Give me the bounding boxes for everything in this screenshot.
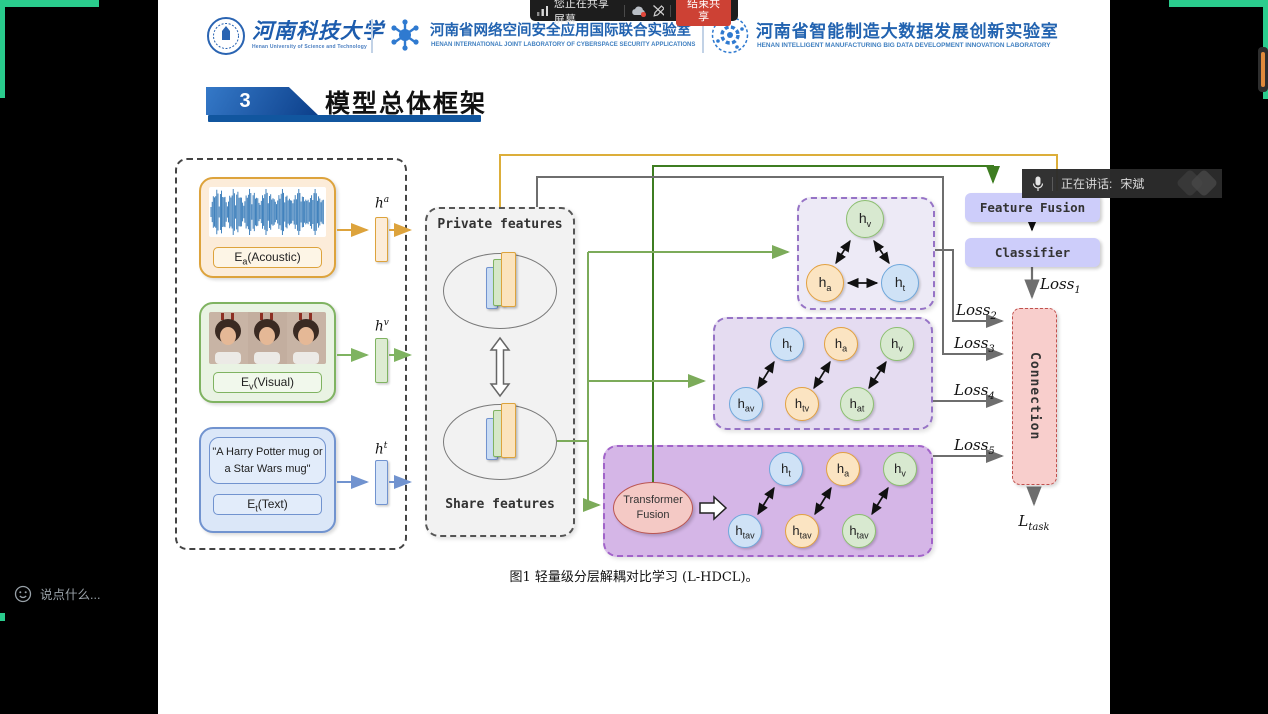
text-feature-bar <box>375 460 388 505</box>
side-toolbar-thumb[interactable] <box>1261 52 1265 87</box>
node-ht: ht <box>881 264 919 302</box>
waveform-image <box>209 187 326 237</box>
node-ht-fusion: ht <box>769 452 803 486</box>
node-hat: hat <box>840 387 874 421</box>
university-subtitle: Henan University of Science and Technolo… <box>252 44 367 50</box>
annotation-off-icon[interactable] <box>652 4 664 17</box>
node-htav-1: htav <box>728 514 762 548</box>
node-hv-pair: hv <box>880 327 914 361</box>
title-underline <box>208 115 481 122</box>
header-divider <box>371 19 373 53</box>
classifier-box: Classifier <box>965 238 1100 267</box>
share-frame-top-left <box>0 0 99 7</box>
private-features-label: Private features <box>437 217 563 232</box>
manufacturing-lab-subtitle: HENAN INTELLIGENT MANUFACTURING BIG DATA… <box>757 42 1051 49</box>
speaking-label: 正在讲话: <box>1061 177 1113 191</box>
node-ha-fusion: ha <box>826 452 860 486</box>
share-frame-left-bottom <box>0 613 5 621</box>
chat-input-hint[interactable]: 说点什么... <box>14 584 100 603</box>
visual-feature-bar <box>375 338 388 383</box>
node-htav-3: htav <box>842 514 876 548</box>
text-feature-label: ht <box>375 441 388 458</box>
private-bar-orange <box>501 252 516 307</box>
acoustic-feature-bar <box>375 217 388 262</box>
microphone-icon <box>1032 176 1044 191</box>
visual-encoder-label: Ev(Visual) <box>213 372 322 393</box>
acoustic-feature-label: ha <box>375 195 390 212</box>
loss4-label: Loss4 <box>954 381 995 402</box>
figure-caption: 图1 轻量级分层解耦对比学习 (L-HDCL)。 <box>509 570 759 585</box>
connection-box: Connection <box>1012 308 1057 485</box>
manufacturing-lab-name: 河南省智能制造大数据发展创新实验室 <box>756 22 1059 41</box>
node-ha: ha <box>806 264 844 302</box>
share-frame-left <box>0 0 5 98</box>
loss3-label: Loss3 <box>954 334 995 355</box>
acoustic-encoder-label: Ea(Acoustic) <box>213 247 322 268</box>
text-encoder-label: Et(Text) <box>213 494 322 515</box>
section-number: 3 <box>239 90 251 112</box>
cloud-record-icon[interactable] <box>631 4 646 17</box>
page-title: 模型总体框架 <box>325 90 488 118</box>
share-bar-orange <box>501 403 516 458</box>
speaker-name: 宋斌 <box>1120 177 1145 191</box>
node-htv: htv <box>785 387 819 421</box>
cyber-lab-logo <box>391 19 419 51</box>
toolbar-divider-2 <box>669 4 671 17</box>
node-htav-2: htav <box>785 514 819 548</box>
visual-feature-label: hv <box>375 318 389 335</box>
indicator-divider <box>1052 176 1053 191</box>
university-seal-logo <box>207 17 245 55</box>
node-ha-pair: ha <box>824 327 858 361</box>
signal-bars-icon <box>537 6 548 16</box>
loss5-label: Loss5 <box>954 436 995 457</box>
node-hav: hav <box>729 387 763 421</box>
smiley-icon <box>14 585 32 602</box>
share-status-text: 您正在共享屏幕 <box>553 0 609 26</box>
chat-placeholder: 说点什么... <box>40 588 101 602</box>
speaking-indicator: 正在讲话: 宋斌 <box>1022 168 1222 198</box>
manufacturing-lab-logo <box>711 16 749 54</box>
cyber-lab-subtitle: HENAN INTERNATIONAL JOINT LABORATORY OF … <box>431 42 696 48</box>
end-share-button[interactable]: 结束共享 <box>676 0 731 26</box>
task-loss-label: Ltask <box>1018 512 1050 533</box>
share-frame-top-right <box>1169 0 1268 7</box>
loss1-label: Loss1 <box>1040 275 1081 296</box>
node-hv: hv <box>846 200 884 238</box>
header-divider-2 <box>702 19 704 53</box>
toolbar-divider <box>624 4 625 17</box>
node-hv-fusion: hv <box>883 452 917 486</box>
share-features-label: Share features <box>445 497 555 512</box>
node-ht-pair: ht <box>770 327 804 361</box>
screen-share-toolbar: 您正在共享屏幕 结束共享 <box>530 0 738 26</box>
cyber-lab-name: 河南省网络空间安全应用国际联合实验室 <box>430 23 691 39</box>
video-frames-image <box>209 312 326 364</box>
record-dot <box>641 12 646 17</box>
university-name: 河南科技大学 <box>252 18 384 43</box>
loss2-label: Loss2 <box>956 301 997 322</box>
